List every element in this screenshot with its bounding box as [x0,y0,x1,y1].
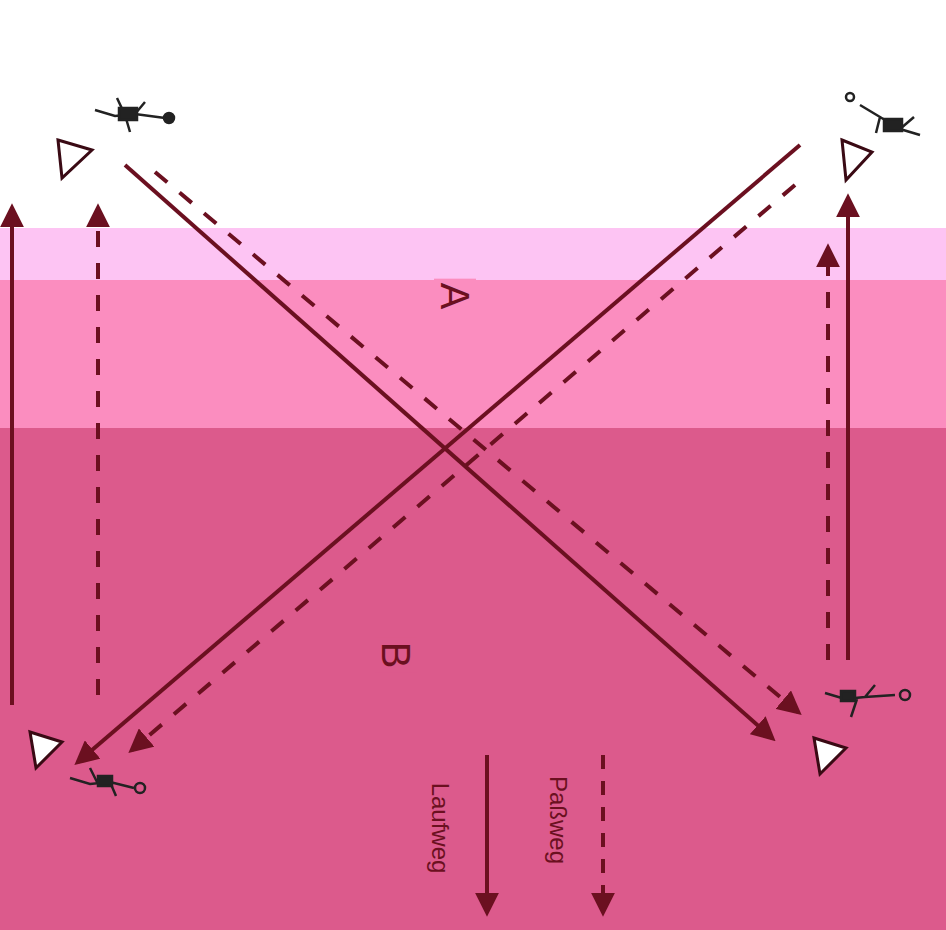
legend-label: Laufweg [428,783,452,874]
cone [58,140,92,178]
path-letter: B [375,638,417,673]
legend-label: Paßweg [546,776,570,864]
pass-path [155,172,798,712]
run-path [78,145,800,762]
players [70,93,920,796]
player [825,685,910,717]
cone [842,140,872,180]
run-path [10,208,14,705]
pass-path [96,208,100,695]
run-path [846,198,850,660]
player [70,768,145,796]
cones [30,140,872,774]
white-band [0,0,946,228]
pass-path [132,185,795,750]
path-letter: A [434,279,476,314]
player [95,98,174,132]
legend-sample [485,755,489,912]
pass-path [826,248,830,660]
legend-sample [601,755,605,912]
dark-band [0,428,946,930]
paths [12,145,848,762]
cone [30,732,62,768]
player [846,93,920,135]
light-band [0,228,946,280]
cone [814,738,846,774]
